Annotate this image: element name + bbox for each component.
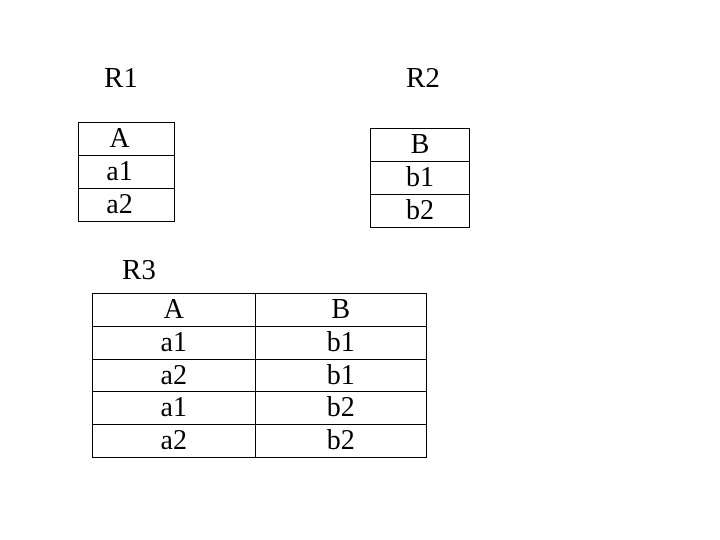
r2-row-1: b1 bbox=[371, 161, 469, 194]
relation-r2-table: B b1 b2 bbox=[370, 128, 470, 228]
relation-r2-label: R2 bbox=[406, 62, 440, 94]
r3-cell: a2 bbox=[160, 425, 187, 457]
r1-column-header-a: A bbox=[109, 123, 130, 154]
r1-header-row: A bbox=[79, 123, 174, 155]
r2-column-header-b: B bbox=[410, 129, 430, 160]
relation-r3-table: A B a1 b1 a2 b1 a1 b2 a2 b2 bbox=[92, 293, 427, 458]
r1-cell: a1 bbox=[106, 156, 133, 187]
r3-cell: b2 bbox=[254, 425, 427, 457]
relation-r3-label: R3 bbox=[122, 254, 156, 286]
relation-r1-label: R1 bbox=[104, 62, 138, 94]
r1-row-1: a1 bbox=[79, 155, 174, 188]
r3-cell: b2 bbox=[254, 392, 427, 425]
r2-row-2: b2 bbox=[371, 194, 469, 227]
r3-row-4: a2 b2 bbox=[93, 424, 426, 457]
r3-row-1: a1 b1 bbox=[93, 325, 427, 359]
r3-header-row: A B bbox=[93, 294, 426, 326]
r3-row-2: a2 b1 bbox=[93, 358, 427, 392]
r1-cell: a2 bbox=[106, 189, 133, 220]
r3-cell: b1 bbox=[254, 326, 427, 359]
r2-header-row: B bbox=[371, 129, 469, 161]
r3-column-header-b: B bbox=[254, 294, 427, 326]
r1-row-2: a2 bbox=[79, 188, 174, 221]
relation-r1-table: A a1 a2 bbox=[78, 122, 175, 222]
r3-cell: b1 bbox=[254, 359, 427, 392]
r3-cell: a2 bbox=[160, 359, 187, 391]
r3-cell: a1 bbox=[160, 326, 187, 358]
r2-cell: b1 bbox=[406, 162, 434, 193]
r3-column-header-a: A bbox=[163, 294, 184, 325]
r2-cell: b2 bbox=[406, 195, 434, 226]
r3-cell: a1 bbox=[160, 392, 187, 424]
r3-row-3: a1 b2 bbox=[93, 391, 427, 425]
